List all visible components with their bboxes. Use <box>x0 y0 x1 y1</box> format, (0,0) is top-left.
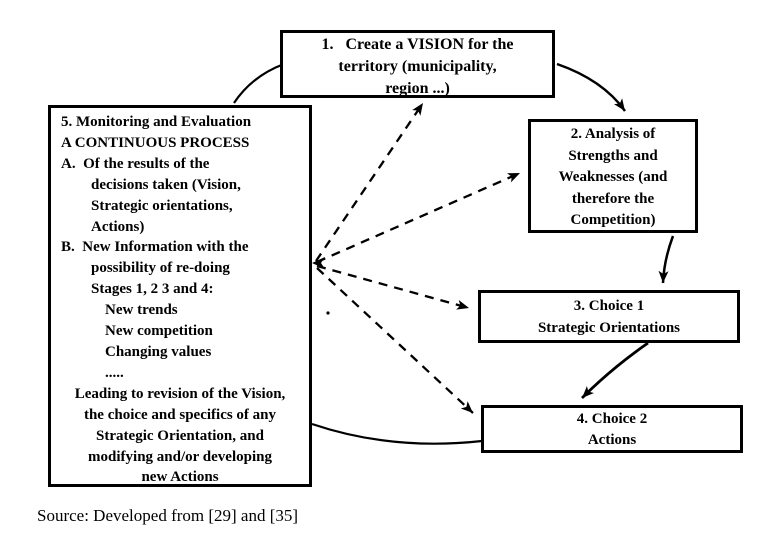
box-choice2: 4. Choice 2 Actions <box>481 405 743 453</box>
dashed-arrow-box5-to-box1 <box>315 102 424 262</box>
box5-line: New trends <box>105 302 178 319</box>
box5-line: 5. Monitoring and Evaluation <box>61 114 252 130</box>
box-choice1: 3. Choice 1 Strategic Orientations <box>478 290 740 343</box>
dashed-arrow-box5-to-box3 <box>316 264 470 310</box>
dashed-arrow-box5-to-box2 <box>316 171 521 264</box>
box5-line: A CONTINUOUS PROCESS <box>61 134 250 151</box>
box5-line: Actions) <box>91 218 145 235</box>
box5-line: New competition <box>105 323 213 340</box>
box2-line: Competition) <box>570 212 656 228</box>
box5-line: the choice and specifics of any <box>83 406 277 423</box>
box5-line: Leading to revision of the Vision, <box>74 385 286 402</box>
box2-line: therefore the <box>571 190 655 207</box>
box5-line: A. Of the results of the <box>61 155 210 172</box>
box5-line: Changing values <box>105 343 212 360</box>
box-monitoring: 5. Monitoring and Evaluation A CONTINUOU… <box>48 105 312 487</box>
box1-line: region ...) <box>385 80 450 97</box>
box2-line: 2. Analysis of <box>570 126 656 142</box>
arc-box4-to-box5 <box>311 422 483 445</box>
box5-line: Strategic Orientation, and <box>96 427 264 444</box>
stray-dot <box>326 311 330 315</box>
box5-line: modifying and/or developing <box>88 448 272 465</box>
source-caption: Source: Developed from [29] and [35] <box>37 506 299 525</box>
box2-line: Weaknesses (and <box>558 169 668 185</box>
box4-line: Actions <box>587 432 637 448</box>
box5-line: Stages 1, 2 3 and 4: <box>91 281 214 298</box>
box3-line: Strategic Orientations <box>537 320 681 336</box>
arrow-box1-to-box2 <box>556 62 627 112</box>
arrow-box3-to-box4 <box>581 341 649 399</box>
box5-line: Strategic orientations, <box>91 197 233 214</box>
box5-line: new Actions <box>141 469 219 486</box>
box3-line: 3. Choice 1 <box>573 298 645 314</box>
box5-line: decisions taken (Vision, <box>91 176 241 193</box>
box1-line: 1. Create a VISION for the <box>321 36 514 53</box>
dashed-arrow-box5-to-box4 <box>316 267 474 414</box>
arrowhead-into-box5 <box>312 257 325 269</box>
box-create-vision: 1. Create a VISION for the territory (mu… <box>280 30 555 98</box>
box4-line: 4. Choice 2 <box>576 411 648 427</box>
box5-line: B. New Information with the <box>61 239 249 256</box>
arrow-box2-to-box3 <box>658 235 675 284</box>
box-analysis: 2. Analysis of Strengths and Weaknesses … <box>528 119 698 233</box>
box1-line: territory (municipality, <box>338 58 497 75</box>
box2-line: Strengths and <box>568 147 658 164</box>
arc-box5-to-box1 <box>233 62 285 104</box>
box5-line: possibility of re-doing <box>91 260 230 277</box>
box5-line: ..... <box>105 364 124 381</box>
